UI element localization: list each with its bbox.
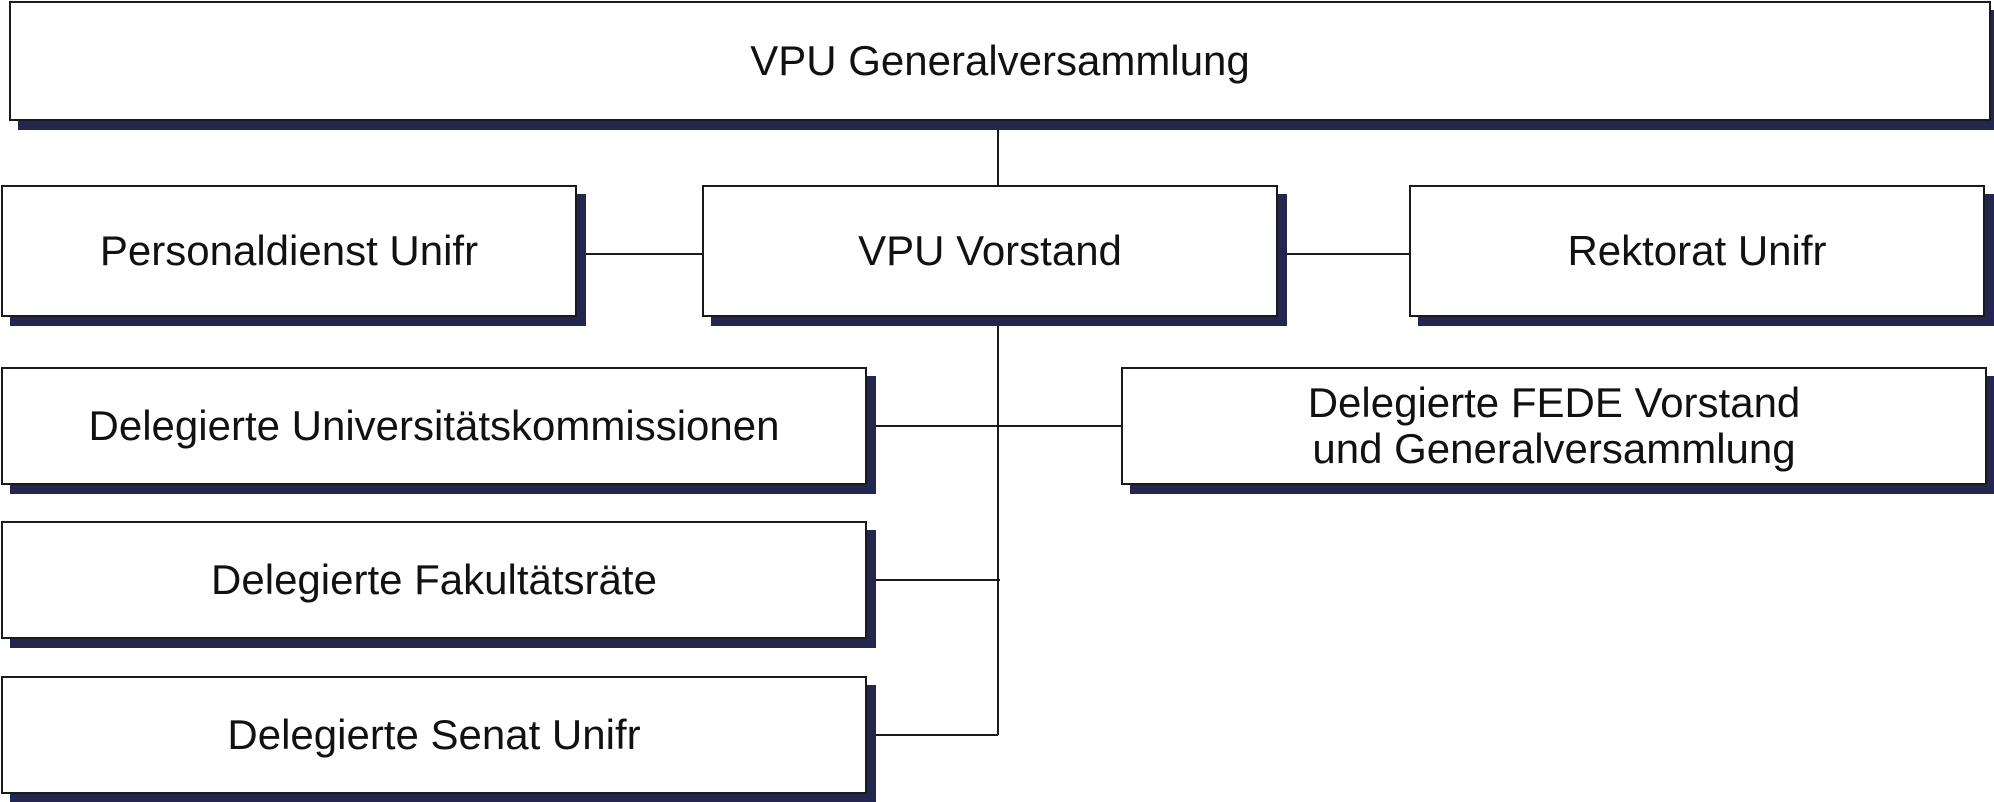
node-label: Rektorat Unifr [1567, 226, 1827, 274]
node-delegierte-universitaetskommissionen: Delegierte Universitätskommissionen [1, 367, 867, 485]
node-rektorat-unifr: Rektorat Unifr [1409, 185, 1985, 317]
node-label: Delegierte FEDE Vorstand und Generalvers… [1307, 378, 1801, 472]
node-vpu-vorstand: VPU Vorstand [702, 185, 1278, 317]
node-delegierte-senat-unifr: Delegierte Senat Unifr [1, 676, 867, 794]
node-label: Delegierte Universitätskommissionen [88, 401, 780, 449]
node-label: Personaldienst Unifr [99, 226, 479, 274]
node-label: VPU Generalversammlung [750, 36, 1250, 84]
node-label: Delegierte Fakultätsräte [211, 555, 657, 603]
node-label: Delegierte Senat Unifr [227, 710, 641, 758]
node-personaldienst-unifr: Personaldienst Unifr [1, 185, 577, 317]
node-label: VPU Vorstand [858, 226, 1122, 274]
node-delegierte-fede: Delegierte FEDE Vorstand und Generalvers… [1121, 367, 1987, 485]
node-delegierte-fakultaetsraete: Delegierte Fakultätsräte [1, 521, 867, 639]
node-vpu-generalversammlung: VPU Generalversammlung [9, 1, 1991, 121]
